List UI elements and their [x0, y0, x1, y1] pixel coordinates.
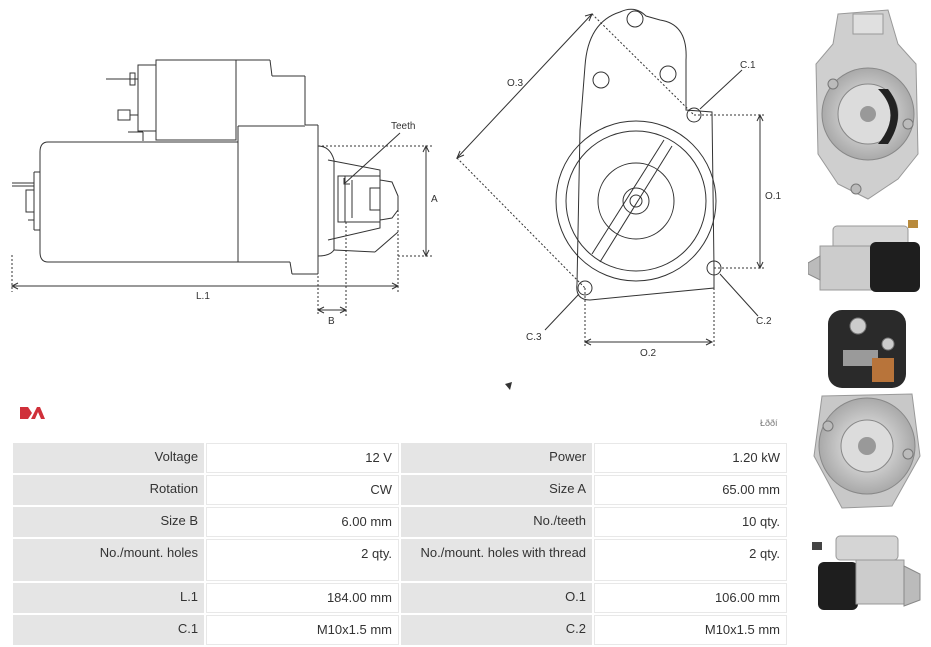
label-o3: O.3: [507, 78, 524, 89]
spec-value: 65.00 mm: [594, 475, 787, 505]
label-o1: O.1: [765, 191, 782, 202]
spec-key: No./mount. holes with thread: [400, 539, 593, 581]
front-view: [555, 8, 722, 301]
spec-key: C.1: [13, 615, 205, 645]
spec-key: O.1: [400, 583, 593, 613]
watermark: Łððí: [760, 418, 778, 428]
technical-drawing: Teeth A L.1 B O.3 C.1 O.1 C.2 C.3 O.2: [10, 8, 782, 390]
table-row: L.1 184.00 mm O.1 106.00 mm: [13, 583, 787, 613]
table-row: No./mount. holes 2 qty. No./mount. holes…: [13, 539, 787, 581]
spec-value: 1.20 kW: [594, 443, 787, 473]
product-photo-rear: [813, 310, 921, 509]
spec-value: CW: [206, 475, 399, 505]
table-row: Rotation CW Size A 65.00 mm: [13, 475, 787, 505]
table-row: C.1 M10x1.5 mm C.2 M10x1.5 mm: [13, 615, 787, 645]
spec-value: M10x1.5 mm: [594, 615, 787, 645]
spec-key: C.2: [400, 615, 593, 645]
label-c1: C.1: [740, 60, 756, 71]
spec-value: 12 V: [206, 443, 399, 473]
spec-value: 2 qty.: [594, 539, 787, 581]
dimension-lines-side: [10, 132, 432, 316]
spec-key: No./mount. holes: [13, 539, 205, 581]
spec-key: Voltage: [13, 443, 205, 473]
side-view-pinion: [317, 145, 399, 257]
table-row: Size B 6.00 mm No./teeth 10 qty.: [13, 507, 787, 537]
side-view-solenoid: [106, 59, 306, 141]
spec-value: M10x1.5 mm: [206, 615, 399, 645]
spec-key: Rotation: [13, 475, 205, 505]
dimension-lines-front: [456, 13, 766, 348]
spec-value: 6.00 mm: [206, 507, 399, 537]
table-row: Voltage 12 V Power 1.20 kW: [13, 443, 787, 473]
spec-key: Size B: [13, 507, 205, 537]
side-view-motor: [12, 124, 319, 275]
spec-key: Size A: [400, 475, 593, 505]
spec-key: No./teeth: [400, 507, 593, 537]
label-b: B: [328, 316, 335, 327]
spec-value: 2 qty.: [206, 539, 399, 581]
label-a: A: [431, 194, 438, 205]
spec-key: L.1: [13, 583, 205, 613]
spec-value: 184.00 mm: [206, 583, 399, 613]
spec-value: 106.00 mm: [594, 583, 787, 613]
product-photo-side: [808, 220, 920, 292]
spec-value: 10 qty.: [594, 507, 787, 537]
product-photo-angle: [812, 535, 921, 610]
label-o2: O.2: [640, 348, 657, 359]
label-c3: C.3: [526, 332, 542, 343]
specifications-table: Voltage 12 V Power 1.20 kW Rotation CW S…: [11, 441, 789, 647]
label-c2: C.2: [756, 316, 772, 327]
artifact-mark: [505, 382, 512, 390]
brand-logo-icon: [20, 407, 45, 419]
label-teeth: Teeth: [391, 121, 415, 132]
label-l1: L.1: [196, 291, 210, 302]
spec-key: Power: [400, 443, 593, 473]
product-photo-front: [815, 9, 919, 200]
